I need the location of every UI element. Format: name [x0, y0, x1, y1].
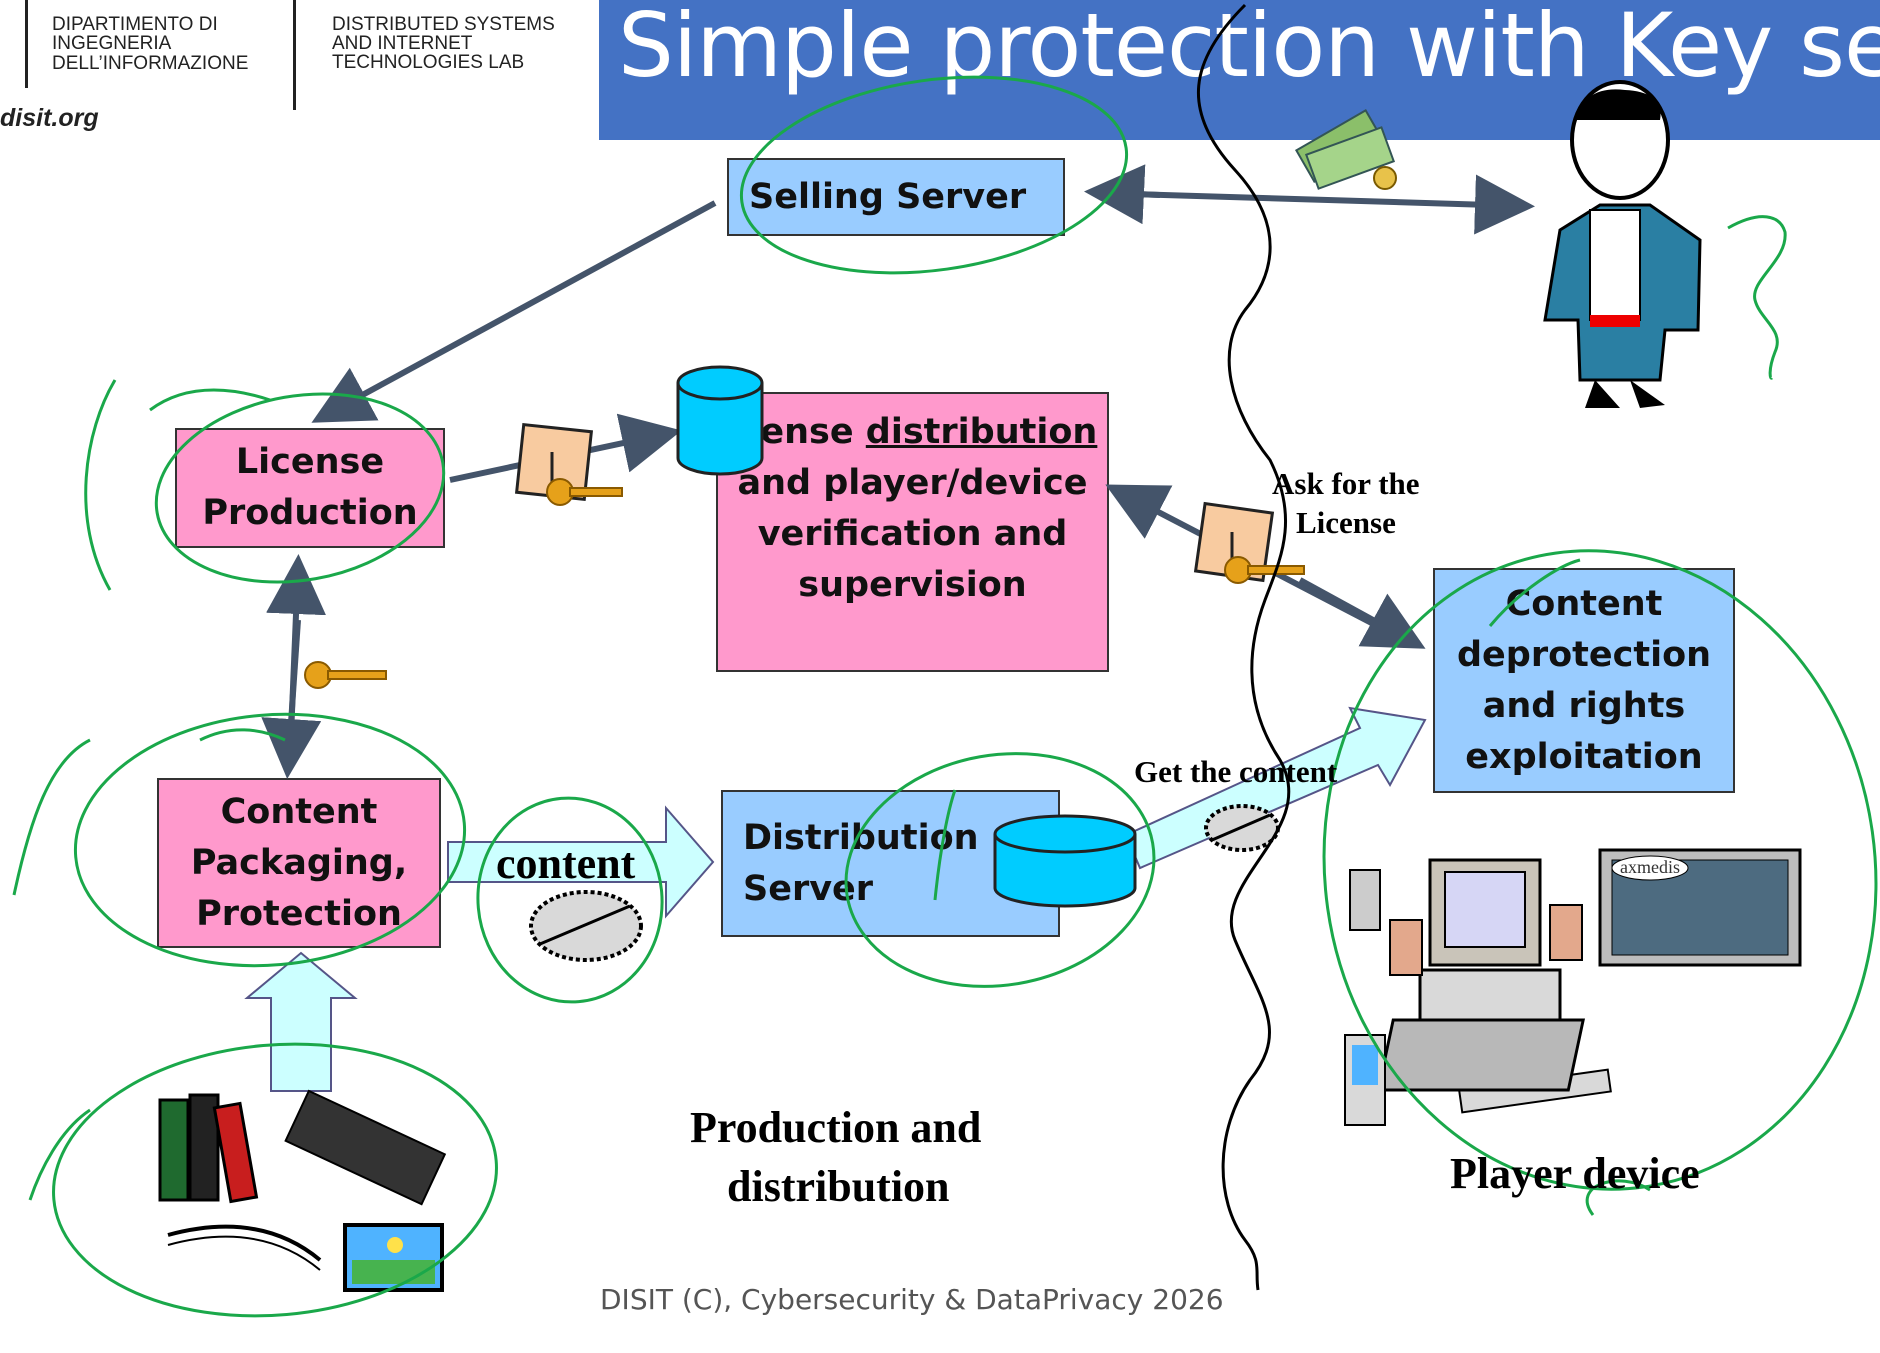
production-label-line1: Production and — [690, 1103, 982, 1152]
ask-license-line1: Ask for the — [1272, 466, 1420, 501]
disit-text-line3: TECHNOLOGIES LAB — [332, 52, 525, 73]
arrow-licensedist-to-deprotection — [1298, 577, 1426, 649]
key-icon — [546, 478, 623, 506]
license-production-line1: License — [235, 442, 385, 482]
license-distribution-underlined: distribution — [865, 412, 1098, 452]
content-deprotection-box: Content deprotection and rights exploita… — [1433, 568, 1735, 793]
disit-text-line2: AND INTERNET — [332, 33, 473, 54]
license-distribution-line2: and player/device — [737, 463, 1088, 503]
content-seal-icon-small — [1204, 804, 1280, 852]
content-packaging-box: Content Packaging, Protection — [157, 778, 441, 948]
logo-divider-right — [293, 0, 296, 110]
money-icon — [1294, 109, 1397, 190]
footer-text: DISIT (C), Cybersecurity & DataPrivacy 2… — [600, 1283, 1224, 1316]
slide-title: Simple protection with Key ser — [618, 0, 1880, 97]
player-devices-icons — [1344, 848, 1802, 1126]
production-label-line2: distribution — [727, 1162, 950, 1211]
disit-text-line1: DISTRIBUTED SYSTEMS — [332, 14, 555, 35]
logo-area: DIPARTIMENTO DI INGEGNERIA DELL’INFORMAZ… — [0, 0, 590, 140]
arrow-selling-to-user — [1099, 174, 1535, 235]
dinfo-text-line3: DELL’INFORMAZIONE — [52, 53, 249, 74]
database-cylinder-top — [676, 365, 764, 476]
deprotection-line1: Content — [1505, 583, 1663, 624]
site-link[interactable]: disit.org — [0, 104, 99, 132]
player-device-label: Player device — [1450, 1149, 1700, 1198]
user-character-icon — [1543, 80, 1702, 408]
logo-divider-left — [25, 0, 28, 88]
arrow-selling-to-license — [311, 200, 717, 423]
dinfo-text-line1: DIPARTIMENTO DI — [52, 14, 218, 35]
boundary-line — [1196, 3, 1291, 1291]
content-packaging-line2: Packaging, — [190, 842, 408, 883]
deprotection-line3: and rights — [1482, 685, 1686, 726]
arrow-license-to-packaging — [261, 619, 322, 779]
database-cylinder-distribution — [993, 814, 1137, 908]
content-block-arrow — [447, 805, 715, 919]
license-distribution-box: icense distribution and player/device ve… — [716, 392, 1109, 672]
key-icon-3 — [304, 661, 387, 689]
selling-server-label: Selling Server — [749, 176, 1027, 217]
license-distribution-line4: supervision — [798, 565, 1027, 605]
content-packaging-line3: Protection — [196, 893, 402, 934]
content-arrow-label: content — [496, 839, 636, 888]
arrow-user-to-selling — [1084, 164, 1161, 225]
license-scroll-icon — [514, 422, 594, 502]
deprotection-line2: deprotection — [1456, 634, 1712, 675]
license-distribution-line3: verification and — [757, 514, 1068, 554]
license-distribution-line1: icense distribution — [728, 407, 1098, 458]
axmedis-label: axmedis — [1620, 857, 1680, 877]
deprotection-line4: exploitation — [1465, 736, 1703, 777]
green-annotations — [12, 75, 1878, 1318]
upward-block-arrow — [244, 951, 358, 1092]
dinfo-text-line2: INGEGNERIA — [52, 33, 172, 54]
distribution-server-line1: Distribution — [743, 817, 979, 858]
title-bar — [599, 0, 1880, 140]
license-production-line2: Production — [202, 493, 418, 533]
ask-license-line2: License — [1296, 505, 1396, 540]
content-seal-icon — [529, 890, 643, 962]
get-content-block-arrow — [1124, 706, 1427, 870]
selling-server-box: Selling Server — [727, 158, 1065, 236]
distribution-server-line2: Server — [743, 868, 874, 909]
media-icons — [158, 1089, 447, 1292]
get-content-label: Get the content — [1134, 754, 1338, 789]
content-packaging-line1: Content — [220, 791, 378, 832]
block-arrows — [244, 706, 1427, 1092]
connector-arrows — [261, 164, 1535, 779]
license-production-box: License Production — [175, 428, 445, 548]
